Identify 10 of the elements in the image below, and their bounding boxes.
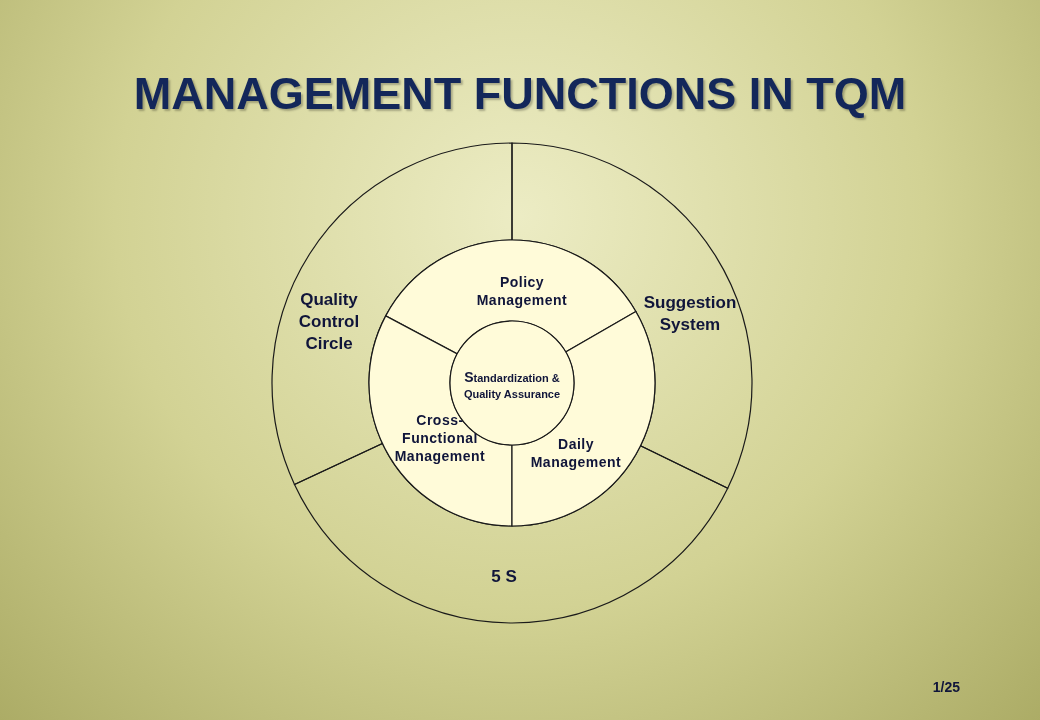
sector-label: Standardization & Quality Assurance xyxy=(462,367,562,403)
sector-label: Quality Control Circle xyxy=(297,288,361,356)
sector-label: 5 S xyxy=(490,565,518,588)
title: MANAGEMENT FUNCTIONS IN TQM xyxy=(132,68,908,120)
ring-sector xyxy=(384,239,637,355)
sector-label: Suggestion System xyxy=(642,291,738,336)
sector-label: Policy Management xyxy=(475,272,569,310)
sector-label: Cross- Functional Management xyxy=(393,410,487,466)
page-number: 1/25 xyxy=(932,679,960,695)
sector-label: Daily Management xyxy=(529,434,623,472)
